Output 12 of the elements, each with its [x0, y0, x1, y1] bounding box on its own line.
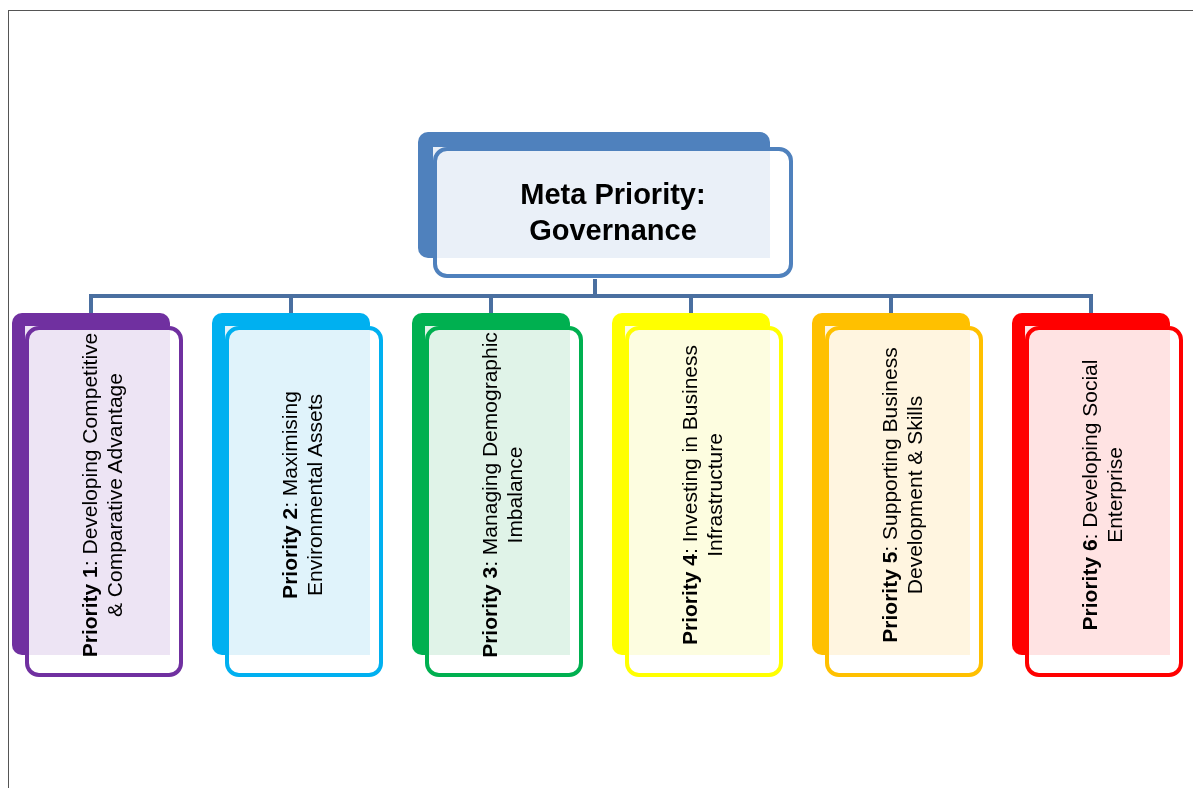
- priority-label: Priority 6: Developing Social Enterprise: [1076, 358, 1127, 632]
- priority-label: Priority 4: Investing in Business Infrastructure: [676, 343, 727, 647]
- connector-line: [593, 279, 1093, 313]
- priority-label: Priority 3: Managing Demographic Imbalance: [476, 330, 527, 660]
- meta-priority-box: [418, 132, 794, 279]
- priority-box: [612, 313, 784, 678]
- meta-priority-label: Meta Priority: Governance: [519, 177, 707, 248]
- priority-box: [412, 313, 584, 678]
- priority-box: [12, 313, 184, 678]
- priority-box: [212, 313, 384, 678]
- priority-box: [1012, 313, 1184, 678]
- priority-box: [812, 313, 984, 678]
